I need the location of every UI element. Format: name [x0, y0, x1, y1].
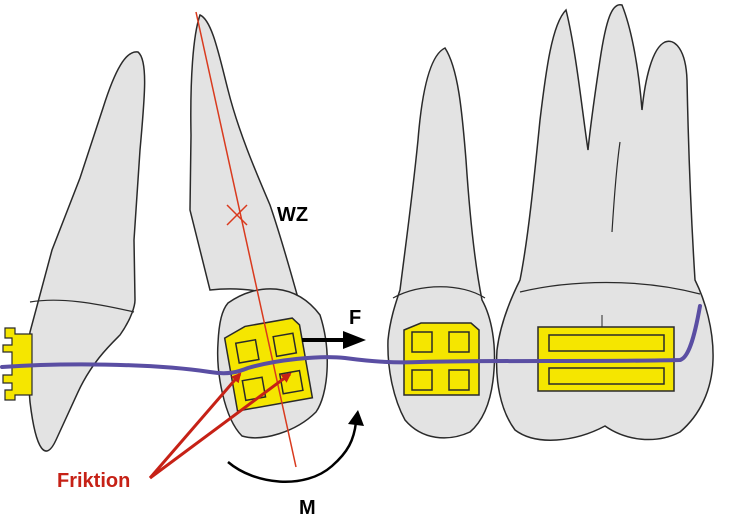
force-arrow	[302, 331, 366, 349]
archwire	[0, 304, 702, 376]
premolar-bracket	[403, 322, 480, 396]
resistance-center-mark	[226, 204, 248, 226]
incisor-tooth	[26, 51, 146, 452]
canine-long-axis	[195, 11, 297, 468]
moment-label: M	[299, 497, 316, 519]
incisor-bracket	[2, 327, 33, 401]
resistance-center-label: WZ	[277, 204, 308, 226]
force-label: F	[349, 307, 361, 329]
moment-arrow	[227, 410, 364, 483]
friction-label: Friktion	[57, 470, 130, 492]
friction-arrows	[148, 372, 292, 480]
